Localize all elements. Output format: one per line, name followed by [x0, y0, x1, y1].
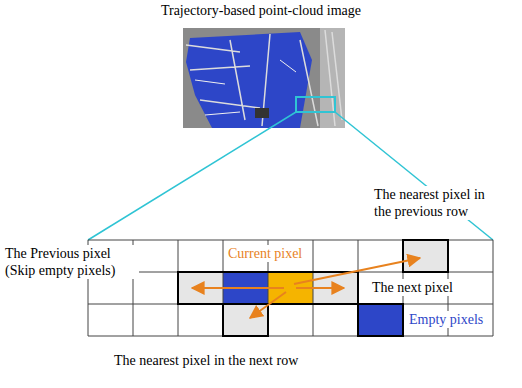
- point-cloud-image: [183, 28, 345, 128]
- label-text: The nearest pixel in the next row: [114, 353, 298, 368]
- annotation-label: The nearest pixel in the previous row: [372, 186, 504, 220]
- label-text: The Previous pixel (Skip empty pixels): [5, 246, 115, 278]
- annotation-label: The next pixel: [370, 279, 455, 296]
- label-text: Empty pixels: [409, 312, 483, 327]
- zoom-indicator: [88, 97, 493, 240]
- label-text: The nearest pixel in the previous row: [374, 187, 485, 219]
- annotation-label: The nearest pixel in the next row: [112, 352, 300, 369]
- annotation-label: The Previous pixel (Skip empty pixels): [3, 245, 139, 279]
- label-text: Current pixel: [228, 246, 302, 261]
- figure-title: Trajectory-based point-cloud image: [0, 3, 522, 19]
- pixel-grid: [88, 240, 493, 336]
- label-text: The next pixel: [372, 280, 453, 295]
- annotation-label: Empty pixels: [407, 311, 485, 328]
- annotation-label: Current pixel: [226, 245, 304, 262]
